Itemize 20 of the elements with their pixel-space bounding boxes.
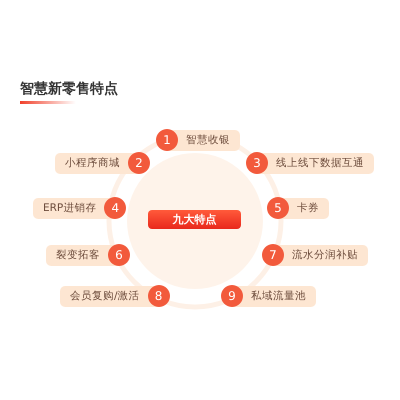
number-badge: 1 [156, 129, 178, 151]
number-badge: 9 [221, 285, 243, 307]
number-badge: 4 [104, 197, 126, 219]
feature-label: 智慧收银 [178, 130, 240, 150]
number-badge: 7 [262, 244, 284, 266]
feature-label: 小程序商城 [55, 152, 128, 174]
feature-label: 裂变拓客 [46, 244, 108, 266]
feature-label: ERP进销存 [33, 198, 104, 218]
number-badge: 8 [148, 285, 170, 307]
number-badge: 5 [267, 197, 289, 219]
feature-label: 流水分润补贴 [284, 244, 368, 266]
number-badge: 6 [108, 244, 130, 266]
center-banner: 九大特点 [148, 210, 241, 229]
feature-label: 卡券 [289, 198, 329, 218]
feature-label: 会员复购/激活 [60, 286, 148, 306]
number-badge: 2 [128, 152, 150, 174]
heading: 智慧新零售特点 [20, 80, 118, 98]
feature-label: 线上线下数据互通 [268, 152, 374, 174]
feature-label: 私域流量池 [243, 286, 316, 306]
number-badge: 3 [246, 152, 268, 174]
